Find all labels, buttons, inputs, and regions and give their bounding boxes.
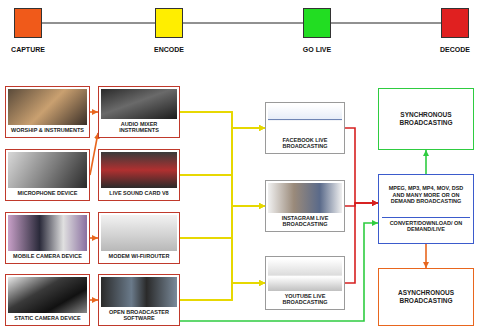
box-caption: AUDIO MIXER INSTRUMENTS — [101, 119, 177, 135]
flow-connector — [180, 175, 265, 206]
device-box: STATIC CAMERA DEVICE — [5, 274, 90, 326]
device-box: MODEM WI-FI/ROUTER — [98, 212, 180, 264]
device-photo — [8, 215, 87, 251]
device-box: OPEN BROADCASTER SOFTWARE — [98, 274, 180, 326]
flow-connector — [180, 283, 265, 300]
device-photo — [101, 215, 177, 251]
output-box: ASYNCHRONOUS BROADCASTING — [378, 268, 474, 326]
flow-connector — [345, 128, 378, 203]
flow-connector — [180, 223, 378, 321]
flow-connector — [90, 133, 98, 175]
device-box: MOBILE CAMERA DEVICE — [5, 212, 90, 264]
flow-connector — [180, 112, 265, 206]
output-text: SYNCHRONOUS BROADCASTING — [382, 111, 470, 127]
flow-connector — [180, 238, 265, 283]
box-caption: INSTAGRAM LIVE BROADCASTING — [268, 213, 342, 229]
box-caption: STATIC CAMERA DEVICE — [8, 313, 87, 323]
output-text: ASYNCHRONOUS BROADCASTING — [382, 289, 470, 305]
output-text: MPEG, MP3, MP4, MOV, DSD AND MANY MORE O… — [382, 183, 470, 208]
platform-box: YOUTUBE LIVE BROADCASTING — [265, 256, 345, 310]
output-box: MPEG, MP3, MP4, MOV, DSD AND MANY MORE O… — [378, 174, 474, 244]
platform-screenshot — [268, 259, 342, 291]
stage-square: GO LIVE — [303, 8, 331, 38]
flow-connector — [42, 23, 155, 24]
stage-square: ENCODE — [155, 8, 183, 38]
device-photo — [8, 277, 87, 313]
box-caption: MOBILE CAMERA DEVICE — [8, 251, 87, 261]
flow-connector — [331, 23, 441, 24]
flow-connector — [345, 203, 378, 283]
device-box: MICROPHONE DEVICE — [5, 149, 90, 201]
device-photo — [8, 152, 87, 188]
device-box: AUDIO MIXER INSTRUMENTS — [98, 86, 180, 138]
flow-connector — [180, 112, 265, 283]
box-caption: YOUTUBE LIVE BROADCASTING — [268, 291, 342, 307]
stage-label: CAPTURE — [11, 46, 45, 53]
stage-label: GO LIVE — [303, 46, 331, 53]
stage-square: DECODE — [441, 8, 469, 38]
flow-connector — [180, 128, 265, 238]
device-photo — [8, 89, 87, 125]
flow-connector — [180, 128, 265, 300]
flow-connector — [180, 206, 265, 300]
flow-connector — [425, 244, 427, 268]
stage-label: ENCODE — [154, 46, 184, 53]
flow-connector — [180, 128, 265, 175]
flow-connector — [180, 175, 265, 283]
output-text: CONVERT/DOWNLOAD/ ON DEMAND/LIVE — [382, 217, 470, 236]
flow-connector — [183, 23, 303, 24]
device-photo — [101, 277, 177, 307]
flow-connector — [425, 150, 427, 174]
output-box: SYNCHRONOUS BROADCASTING — [378, 88, 474, 150]
flow-connector — [180, 206, 265, 238]
flow-connector — [90, 237, 98, 239]
platform-screenshot — [268, 105, 342, 135]
flow-connector — [90, 299, 98, 301]
device-box: LIVE SOUND CARD V8 — [98, 149, 180, 201]
box-caption: OPEN BROADCASTER SOFTWARE — [101, 307, 177, 323]
flow-connector — [90, 111, 98, 113]
box-caption: FACEBOOK LIVE BROADCASTING — [268, 135, 342, 151]
device-box: WORSHIP & INSTRUMENTS — [5, 86, 90, 138]
box-caption: WORSHIP & INSTRUMENTS — [8, 125, 87, 135]
platform-screenshot — [268, 183, 342, 213]
platform-box: INSTAGRAM LIVE BROADCASTING — [265, 180, 345, 232]
stage-label: DECODE — [440, 46, 470, 53]
device-photo — [101, 152, 177, 188]
box-caption: MICROPHONE DEVICE — [8, 188, 87, 198]
box-caption: MODEM WI-FI/ROUTER — [101, 251, 177, 261]
device-photo — [101, 89, 177, 119]
flow-connector — [180, 112, 265, 128]
stage-square: CAPTURE — [14, 8, 42, 38]
box-caption: LIVE SOUND CARD V8 — [101, 188, 177, 198]
platform-box: FACEBOOK LIVE BROADCASTING — [265, 102, 345, 154]
